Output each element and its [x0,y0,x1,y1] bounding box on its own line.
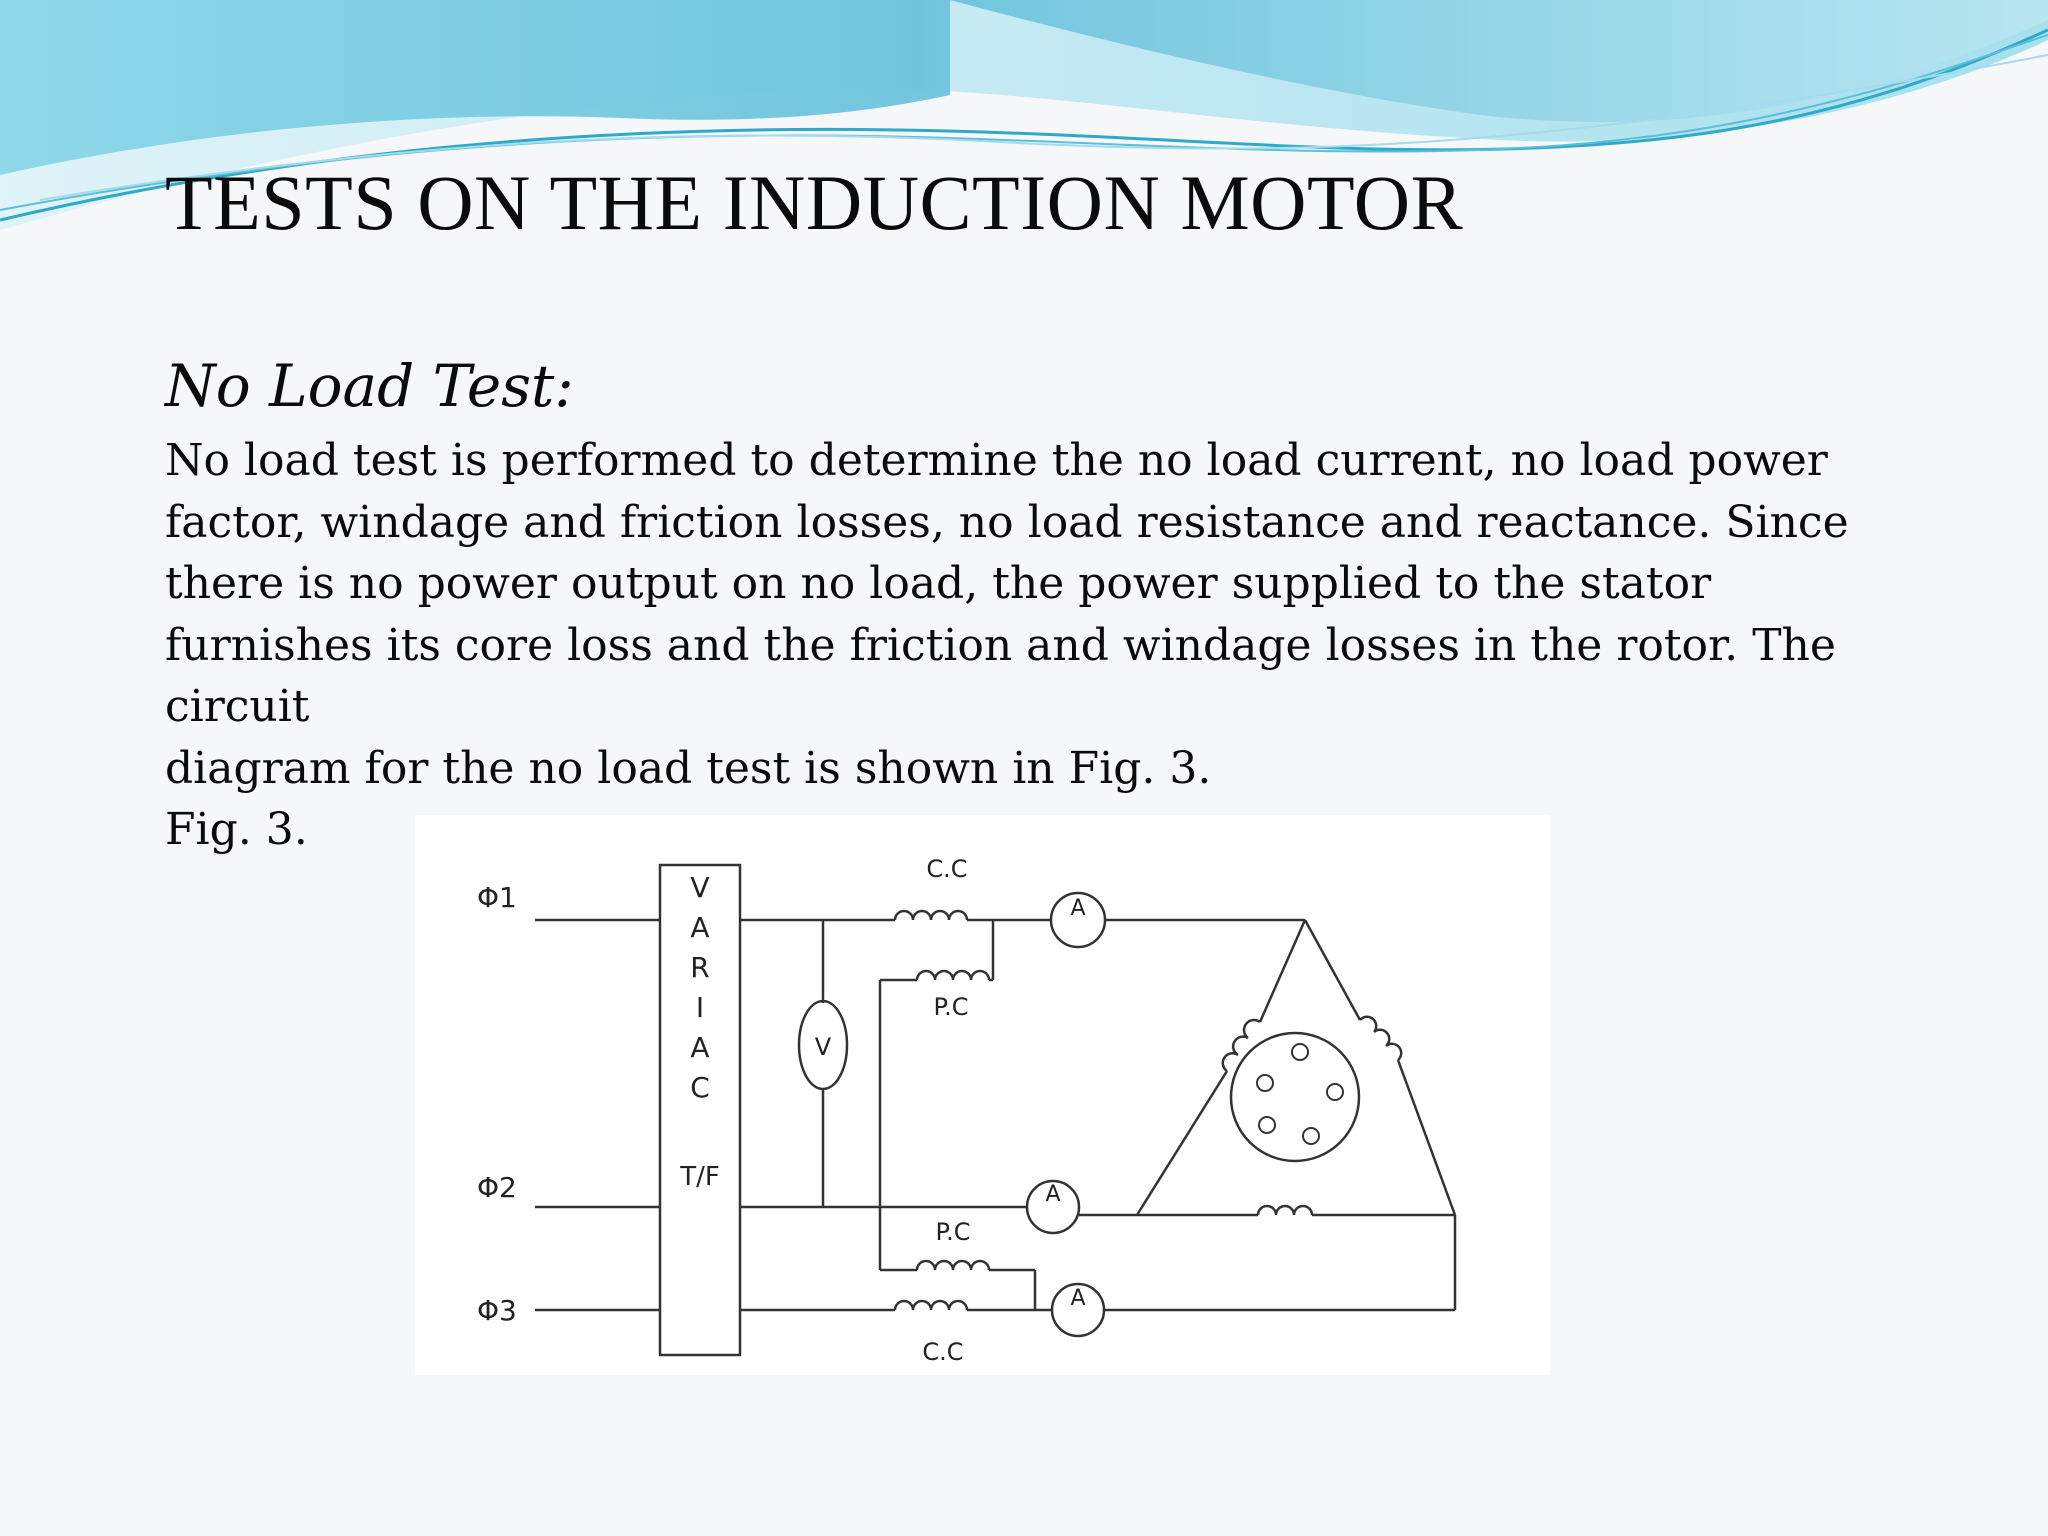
section-heading: No Load Test: [165,352,574,420]
variac-letter: R [690,951,709,984]
rotor-slot [1256,1074,1274,1092]
phase-label-3: Φ3 [477,1294,517,1327]
phase-label-1: Φ1 [477,881,517,914]
diagram-canvas [415,815,1550,1375]
phase-label-2: Φ2 [477,1171,517,1204]
paragraph-line: there is no power output on no load, the… [165,558,1712,609]
slide-title: TESTS ON THE INDUCTION MOTOR [165,159,1464,246]
rotor-slot [1302,1127,1320,1145]
no-load-test-circuit-diagram: Φ1 Φ2 Φ3 V A R I A C T/F C.C A P.C V A C… [415,815,1550,1375]
stator-delta-side-right-lower [1396,1059,1457,1216]
current-coil-2 [893,1299,969,1311]
paragraph-line: factor, windage and friction losses, no … [165,496,1849,548]
pressure-coil-label-1: P.C [933,993,968,1021]
wave-line-3 [39,54,2048,201]
current-coil-label-1: C.C [926,855,967,883]
rotor-slot [1291,1043,1309,1061]
rotor-slot [1326,1083,1344,1101]
rotor [1229,1031,1361,1163]
paragraph-line: furnishes its core loss and the friction… [165,619,1836,671]
paragraph-line: diagram for the no load test is shown in… [165,742,1212,794]
figure-caption: Fig. 3. [165,804,308,855]
variac-letter: V [690,871,709,904]
paragraph-line: circuit [165,681,310,732]
pressure-coil-label-2: P.C [935,1218,970,1246]
pressure-coil-1 [915,969,991,981]
transformer-label: T/F [679,1162,720,1192]
stator-delta-side-left [1258,919,1307,1023]
stator-winding-bottom [1256,1204,1314,1216]
stator-winding-right [1359,1015,1403,1061]
variac-letter: C [690,1071,710,1104]
ammeter-label-1: A [1070,896,1085,921]
variac-transformer [658,863,742,1357]
stator-delta-side-right [1303,919,1362,1021]
ammeter-label-2: A [1045,1182,1060,1207]
pressure-coil-2 [915,1259,991,1271]
wave-band-main [0,0,2048,175]
body-paragraph: No load test is performed to determine t… [165,430,1849,861]
ammeter-label-3: A [1070,1286,1085,1311]
current-coil-label-2: C.C [922,1338,963,1366]
variac-letter: A [690,911,709,944]
paragraph-line: No load test is performed to determine t… [165,435,1828,486]
rotor-slot [1258,1116,1276,1134]
variac-letter: A [690,1031,709,1064]
ammeter-2 [1025,1179,1081,1235]
current-coil-1 [893,909,969,921]
variac-letter: I [696,991,704,1024]
voltmeter-label: V [815,1033,832,1061]
stator-winding-left [1221,1018,1261,1073]
stator-delta-side-left-lower [1135,1070,1229,1216]
